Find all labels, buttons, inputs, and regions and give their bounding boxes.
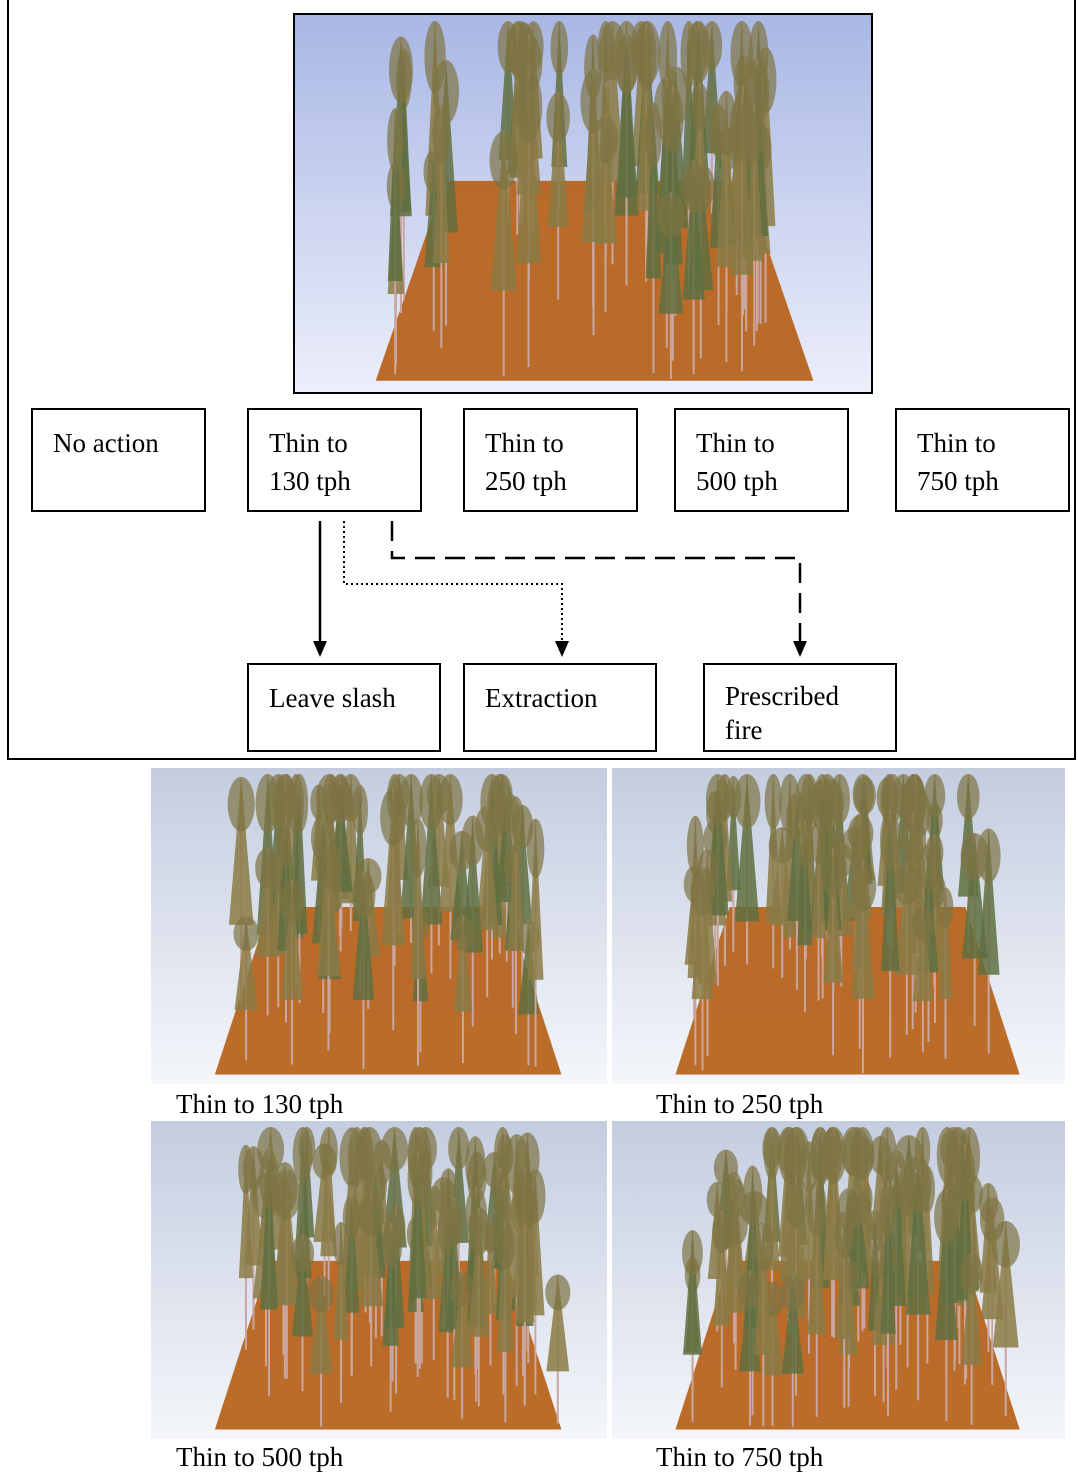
treatment-thin-750-line1: Thin to	[917, 428, 996, 458]
result-250-scene	[612, 768, 1065, 1084]
connector-arrows	[313, 521, 807, 657]
followup-extraction-label: Extraction	[485, 683, 598, 713]
caption-thin-130: Thin to 130 tph	[176, 1089, 344, 1119]
followup-prescribed-fire-box: Prescribed fire	[703, 663, 897, 752]
initial-stand-image	[293, 13, 873, 394]
treatment-thin-250-line2: 250 tph	[485, 466, 567, 496]
treatment-no-action-label: No action	[53, 428, 159, 458]
treatment-thin-130-box: Thin to 130 tph	[247, 408, 422, 512]
dashed-arrow-to-prescribed-fire	[390, 521, 807, 657]
treatment-no-action-box: No action	[31, 408, 206, 512]
treatment-thin-500-box: Thin to 500 tph	[674, 408, 849, 512]
result-130-image	[151, 768, 607, 1084]
initial-stand-scene	[295, 15, 871, 392]
caption-thin-750: Thin to 750 tph	[656, 1442, 824, 1472]
treatment-thin-750-line2: 750 tph	[917, 466, 999, 496]
followup-extraction-box: Extraction	[463, 663, 657, 752]
treatment-thin-130-line2: 130 tph	[269, 466, 351, 496]
treatment-thin-250-line1: Thin to	[485, 428, 564, 458]
followup-leave-slash-label: Leave slash	[269, 683, 396, 713]
caption-thin-250: Thin to 250 tph	[656, 1089, 824, 1119]
result-130-scene	[151, 768, 607, 1084]
treatment-thin-500-line2: 500 tph	[696, 466, 778, 496]
dotted-arrow-to-extraction	[343, 521, 569, 657]
result-750-scene	[612, 1121, 1065, 1439]
result-500-scene	[151, 1121, 607, 1439]
solid-arrow-to-leave-slash	[313, 521, 327, 657]
followup-leave-slash-box: Leave slash	[247, 663, 441, 752]
result-500-image	[151, 1121, 607, 1439]
treatment-thin-250-box: Thin to 250 tph	[463, 408, 638, 512]
treatment-thin-500-line1: Thin to	[696, 428, 775, 458]
result-750-image	[612, 1121, 1065, 1439]
treatment-thin-750-box: Thin to 750 tph	[895, 408, 1070, 512]
followup-prescribed-fire-line2: fire	[725, 715, 763, 745]
result-250-image	[612, 768, 1065, 1084]
caption-thin-500: Thin to 500 tph	[176, 1442, 344, 1472]
followup-prescribed-fire-line1: Prescribed	[725, 681, 839, 711]
treatment-thin-130-line1: Thin to	[269, 428, 348, 458]
diagram-frame	[7, 0, 1076, 760]
